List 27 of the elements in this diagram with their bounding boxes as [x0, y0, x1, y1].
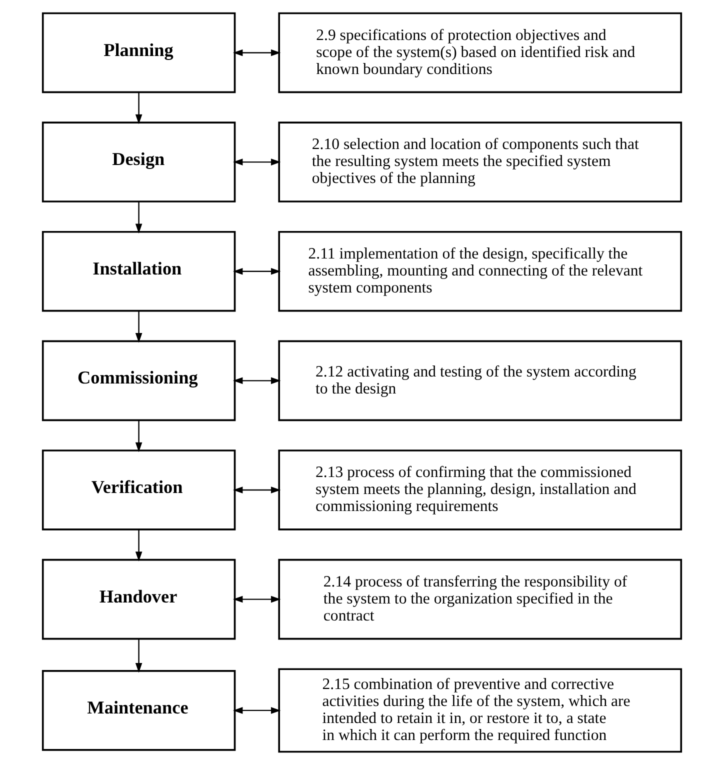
arrow — [232, 596, 280, 603]
arrow — [134, 311, 142, 343]
arrow — [232, 49, 280, 56]
node-box: 2.10 selection and location of components such that the resulting system meets the specified system objectives of the planning — [278, 122, 682, 202]
node-box: Installation — [41, 230, 236, 312]
node-box: 2.12 activating and testing of the system according to the design — [278, 340, 682, 422]
arrow — [232, 268, 280, 275]
node-box: Maintenance — [41, 670, 236, 751]
node-box: Planning — [41, 12, 236, 94]
node-box: Commissioning — [41, 340, 236, 422]
arrow — [232, 377, 280, 384]
arrow — [232, 486, 280, 494]
node-box: 2.13 process of confirming that the commissioned system meets the planning, design, installation and commissioning requirements — [278, 450, 682, 530]
node-box: Verification — [41, 450, 236, 530]
node-box: 2.11 implementation of the design, specifically the assembling, mounting and connecting of the relevant system components — [278, 230, 682, 312]
arrow — [134, 638, 142, 673]
node-box: 2.9 specifications of protection objectives and scope of the system(s) based on identified risk and known boundary conditions — [278, 12, 682, 94]
arrow — [134, 530, 142, 562]
arrow — [232, 158, 280, 166]
node-box: Design — [41, 122, 236, 202]
node-box: 2.15 combination of preventive and corrective activities during the life of the system, which are intended to retain it in, or restore it to, a state in which it can perform the required function — [278, 668, 682, 753]
arrow — [134, 202, 142, 234]
arrow — [134, 420, 142, 452]
node-box: 2.14 process of transferring the responsibility of the system to the organization specified in the contract — [278, 558, 682, 640]
node-box: Handover — [41, 558, 236, 640]
arrow — [134, 92, 142, 124]
arrow — [232, 707, 280, 714]
